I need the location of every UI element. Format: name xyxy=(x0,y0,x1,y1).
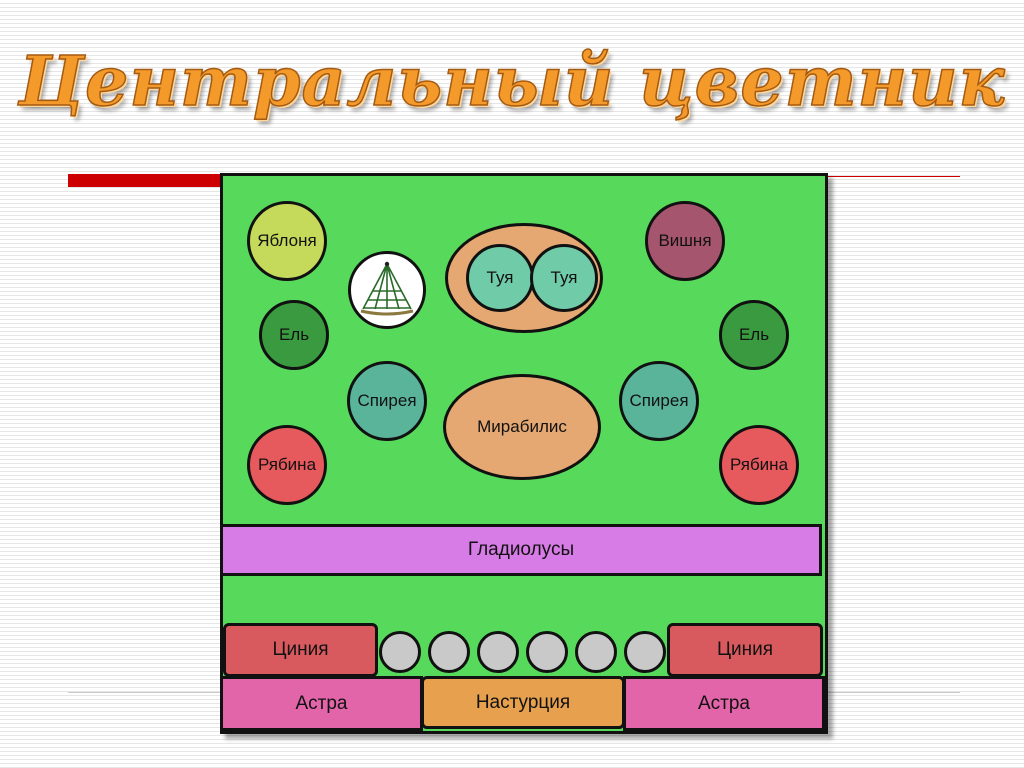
plant-label: Спирея xyxy=(357,391,417,410)
plant-label: Яблоня xyxy=(257,231,317,250)
plant-label: Ель xyxy=(738,325,770,344)
bed-gladiolusy: Гладиолусы xyxy=(220,524,822,576)
bed-label: Циния xyxy=(716,639,774,660)
plant-tuya-1: Туя xyxy=(466,244,534,312)
stepping-stone xyxy=(428,631,470,673)
plant-label: Вишня xyxy=(658,231,712,250)
stepping-stone xyxy=(477,631,519,673)
title-accent-bar xyxy=(68,174,222,187)
plant-label: Туя xyxy=(486,268,514,287)
bed-astra-right: Астра xyxy=(623,676,825,731)
bed-label: Астра xyxy=(697,692,750,714)
stepping-stone xyxy=(526,631,568,673)
stepping-stone xyxy=(379,631,421,673)
plant-label: Рябина xyxy=(729,455,789,474)
bed-label: Гладиолусы xyxy=(467,539,575,560)
title-underline xyxy=(800,176,960,177)
plant-label: Рябина xyxy=(257,455,317,474)
plant-tuya-2: Туя xyxy=(530,244,598,312)
bed-label: Настурция xyxy=(475,691,571,713)
plant-label: Спирея xyxy=(629,391,689,410)
plant-label: Ель xyxy=(278,325,310,344)
plant-label: Туя xyxy=(550,268,578,287)
plant-label: Мирабилис xyxy=(477,417,567,436)
plant-spireya-left: Спирея xyxy=(347,361,427,441)
plant-ryabina-right: Рябина xyxy=(719,425,799,505)
bed-tsiniya-right: Циния xyxy=(667,623,823,677)
stepping-stone xyxy=(575,631,617,673)
stepping-stone xyxy=(624,631,666,673)
plant-vishnya: Вишня xyxy=(645,201,725,281)
pergola-icon xyxy=(348,251,426,329)
plant-yablonya: Яблоня xyxy=(247,201,327,281)
flowerbed-plan: Яблоня Ель Рябина Спирея Туя Туя Мирабил… xyxy=(220,173,828,734)
bed-tsiniya-left: Циния xyxy=(223,623,378,677)
plant-mirabilis: Мирабилис xyxy=(443,374,601,480)
plant-el-left: Ель xyxy=(259,300,329,370)
bed-nasturtsiya: Настурция xyxy=(421,676,625,729)
page-title: Центральный цветник xyxy=(18,41,1006,123)
plant-el-right: Ель xyxy=(719,300,789,370)
bed-label: Циния xyxy=(272,639,329,660)
plant-spireya-right: Спирея xyxy=(619,361,699,441)
bed-label: Астра xyxy=(295,692,348,714)
tuya-group: Туя Туя xyxy=(445,223,603,333)
bed-astra-left: Астра xyxy=(220,676,423,731)
plant-ryabina-left: Рябина xyxy=(247,425,327,505)
